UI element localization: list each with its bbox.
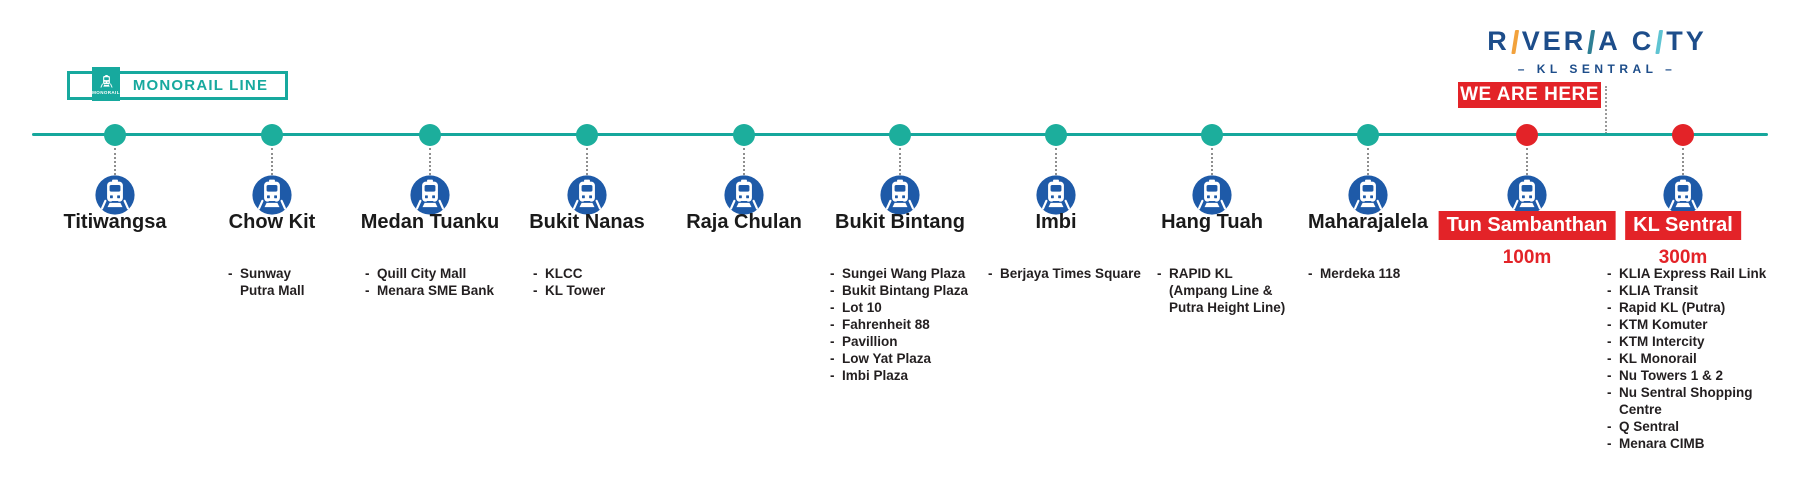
station-name: Chow Kit (228, 211, 316, 233)
train-station-icon (1036, 175, 1076, 215)
station-name: Imbi (1035, 211, 1077, 233)
station-dot (1357, 124, 1379, 146)
train-station-icon (567, 175, 607, 215)
place-item: Rapid KL (Putra) (1607, 299, 1766, 316)
train-station-icon (1507, 175, 1547, 215)
train-station-icon (1663, 175, 1703, 215)
dotted-connector (1367, 148, 1369, 175)
station-name: Maharajalela (1307, 211, 1429, 233)
place-item: Lot 10 (830, 299, 968, 316)
train-station-icon (1192, 175, 1232, 215)
we-are-here-pointer-line (1605, 86, 1607, 134)
logo-bar-light-teal (1655, 29, 1664, 54)
dotted-connector (114, 148, 116, 175)
dotted-connector (1526, 148, 1528, 175)
dotted-connector (743, 148, 745, 175)
station-distance: 300m (1658, 247, 1708, 268)
monorail-icon-caption: MONORAIL (92, 89, 120, 95)
monorail-icon: MONORAIL (92, 67, 120, 101)
train-station-icon (252, 175, 292, 215)
place-item: Menara CIMB (1607, 435, 1766, 452)
logo-letter: C (1631, 26, 1655, 56)
train-station-icon (410, 175, 450, 215)
station-name: Medan Tuanku (360, 211, 500, 233)
logo-letter: A (1598, 26, 1621, 56)
place-item: KL Tower (533, 282, 605, 299)
place-item: Bukit Bintang Plaza (830, 282, 968, 299)
logo-letter: VER (1521, 26, 1587, 56)
place-item: Low Yat Plaza (830, 350, 968, 367)
places-kl-sentral: KLIA Express Rail Link KLIA Transit Rapi… (1607, 265, 1766, 452)
place-item: Menara SME Bank (365, 282, 494, 299)
dotted-connector (1211, 148, 1213, 175)
we-are-here-badge: WE ARE HERE (1458, 82, 1601, 108)
station-dot (104, 124, 126, 146)
place-item: Sunway Putra Mall (228, 265, 305, 299)
train-station-icon (880, 175, 920, 215)
places-chow-kit: Sunway Putra Mall (228, 265, 305, 299)
station-name-highlighted: Tun Sambanthan (1438, 211, 1616, 240)
train-icon (100, 74, 112, 88)
place-item: Q Sentral (1607, 418, 1766, 435)
places-bukit-nanas: KLCC KL Tower (533, 265, 605, 299)
place-item: Berjaya Times Square (988, 265, 1141, 282)
station-dot (1201, 124, 1223, 146)
dotted-connector (1682, 148, 1684, 175)
station-dot (261, 124, 283, 146)
station-distance: 100m (1502, 247, 1552, 268)
logo-subtitle: – KL SENTRAL – (1517, 62, 1677, 76)
place-item: KLCC (533, 265, 605, 282)
station-name: Bukit Nanas (529, 211, 645, 233)
station-dot (419, 124, 441, 146)
place-item: KTM Komuter (1607, 316, 1766, 333)
place-item: KTM Intercity (1607, 333, 1766, 350)
places-imbi: Berjaya Times Square (988, 265, 1141, 282)
monorail-line-label: MONORAIL LINE (132, 77, 269, 94)
dotted-connector (899, 148, 901, 175)
logo-letter: R (1487, 26, 1510, 56)
station-name: Raja Chulan (686, 211, 802, 233)
place-item: Imbi Plaza (830, 367, 968, 384)
station-name-highlighted: KL Sentral (1625, 211, 1741, 240)
station-dot (576, 124, 598, 146)
station-dot (1045, 124, 1067, 146)
place-item: Fahrenheit 88 (830, 316, 968, 333)
station-dot-highlighted (1672, 124, 1694, 146)
place-item: Nu Towers 1 & 2 (1607, 367, 1766, 384)
train-station-icon (1348, 175, 1388, 215)
train-station-icon (95, 175, 135, 215)
station-dot-highlighted (1516, 124, 1538, 146)
place-item: Pavillion (830, 333, 968, 350)
station-dot (889, 124, 911, 146)
dotted-connector (271, 148, 273, 175)
place-item: KLIA Express Rail Link (1607, 265, 1766, 282)
monorail-line-badge: MONORAIL MONORAIL LINE (67, 67, 288, 101)
logo-letter: TY (1666, 26, 1707, 56)
dotted-connector (586, 148, 588, 175)
place-item: RAPID KL (Ampang Line & Putra Height Lin… (1157, 265, 1285, 316)
logo-bar-orange (1510, 29, 1519, 54)
station-name: Hang Tuah (1161, 211, 1263, 233)
place-item: Nu Sentral Shopping Centre (1607, 384, 1766, 418)
place-item: Merdeka 118 (1308, 265, 1400, 282)
train-station-icon (724, 175, 764, 215)
station-name: Bukit Bintang (835, 211, 965, 233)
places-maharajalela: Merdeka 118 (1308, 265, 1400, 282)
place-item: Quill City Mall (365, 265, 494, 282)
places-hang-tuah: RAPID KL (Ampang Line & Putra Height Lin… (1157, 265, 1285, 316)
places-bukit-bintang: Sungei Wang Plaza Bukit Bintang Plaza Lo… (830, 265, 968, 384)
place-item: Sungei Wang Plaza (830, 265, 968, 282)
place-item: KL Monorail (1607, 350, 1766, 367)
dotted-connector (1055, 148, 1057, 175)
station-name: Titiwangsa (63, 211, 167, 233)
logo-bar-blue (1587, 29, 1596, 54)
places-medan-tuanku: Quill City Mall Menara SME Bank (365, 265, 494, 299)
place-item: KLIA Transit (1607, 282, 1766, 299)
station-dot (733, 124, 755, 146)
dotted-connector (429, 148, 431, 175)
